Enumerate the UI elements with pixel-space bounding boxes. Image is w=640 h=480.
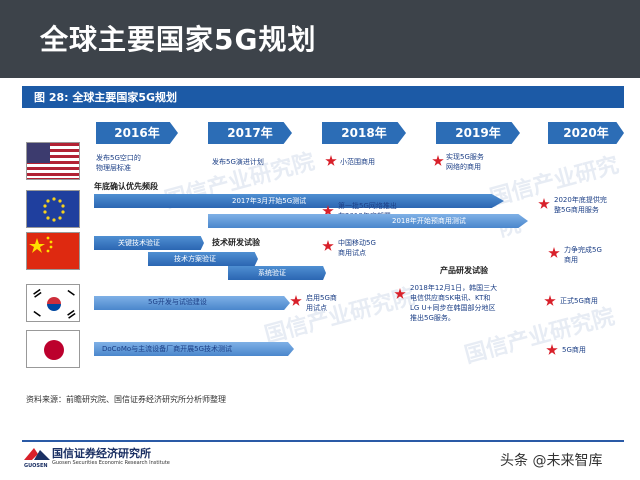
eu-top-label: 年底确认优先频段 (94, 182, 158, 191)
star-icon (548, 247, 560, 258)
japan-label-1: DoCoMo与主流设备厂商开展5G技术测试 (102, 345, 233, 353)
company-abbr: GUOSEN (24, 463, 48, 469)
star-icon (544, 295, 556, 306)
figure-caption: 图 28: 全球主要国家5G规划 (34, 91, 178, 104)
korea-arrow-1 (94, 296, 290, 310)
china-label-8: 力争完成5G (564, 246, 602, 254)
star-icon (290, 295, 302, 306)
usa-label-4: 小范围商用 (340, 158, 375, 166)
company-name-en: Guosen Securities Economic Research Inst… (52, 460, 170, 466)
china-label-3: 技术方案验证 (174, 255, 216, 263)
usa-label-2: 物理层标准 (96, 164, 131, 172)
star-icon (325, 155, 337, 166)
china-label-6: 商用试点 (338, 249, 366, 257)
korea-note-2: 电信供应商SK电讯、KT和 (410, 294, 491, 302)
year-2020: 2020年 (548, 122, 624, 144)
eu-end-1: 2020年底提供完 (554, 196, 607, 204)
china-label-4: 系统验证 (258, 269, 286, 277)
eu-flag (26, 190, 80, 228)
eu-arrow-2-label: 2018年开始预商用测试 (392, 217, 466, 225)
watermark: 国信产业研究院 (487, 152, 622, 242)
usa-label-5: 实现5G服务 (446, 153, 484, 161)
korea-note-3: LG U+同步在韩国部分地区 (410, 304, 496, 312)
star-icon (322, 205, 334, 216)
star-icon (322, 240, 334, 251)
year-2019: 2019年 (436, 122, 520, 144)
company-name: 国信证券经济研究所 (52, 447, 151, 460)
korea-label-4: 正式5G商用 (560, 297, 598, 305)
page-header: 全球主要国家5G规划 (0, 0, 640, 78)
japan-flag (26, 330, 80, 368)
korea-note-4: 推出5G服务。 (410, 314, 455, 322)
star-icon (546, 344, 558, 355)
china-arrow-1 (94, 236, 204, 250)
usa-label-3: 发布5G演进计划 (212, 158, 264, 166)
footer-divider (22, 440, 624, 442)
eu-arrow-1 (94, 194, 504, 208)
usa-label-1: 发布5G空口的 (96, 154, 141, 162)
eu-arrow-1-label: 2017年3月开始5G测试 (232, 197, 307, 205)
year-2017: 2017年 (208, 122, 292, 144)
korea-label-1: 5G开发与试验建设 (148, 298, 207, 306)
korea-note-1: 2018年12月1日，韩国三大 (410, 284, 498, 292)
china-label-2: 技术研发试验 (212, 238, 260, 247)
guosen-logo (24, 446, 50, 462)
star-icon (394, 288, 406, 299)
korea-label-2: 启用5G商 (306, 294, 337, 302)
korea-label-3: 用试点 (306, 304, 327, 312)
china-label-9: 商用 (564, 256, 578, 264)
korea-flag (26, 284, 80, 322)
timeline-figure: 国信产业研究院 国信产业研究院 国信产业研究院 国信产业研究院 2016年 20… (22, 108, 624, 376)
china-label-7: 产品研发试验 (440, 266, 488, 275)
star-icon (538, 198, 550, 209)
china-label-5: 中国移动5G (338, 239, 376, 247)
usa-label-6: 网络的商用 (446, 163, 481, 171)
china-arrow-2 (148, 252, 258, 266)
japan-label-2: 5G商用 (562, 346, 586, 354)
source-note: 资料来源：前瞻研究院、国信证券经济研究所分析师整理 (26, 395, 226, 404)
author-watermark: 头条 @未来智库 (500, 453, 603, 469)
eu-arrow-2 (208, 214, 528, 228)
china-label-1: 关键技术验证 (118, 239, 160, 247)
star-icon (432, 155, 444, 166)
watermark: 国信产业研究院 (262, 284, 418, 349)
china-arrow-3 (228, 266, 326, 280)
figure-caption-bar: 图 28: 全球主要国家5G规划 (22, 86, 624, 108)
year-2016: 2016年 (96, 122, 178, 144)
eu-end-2: 整5G商用服务 (554, 206, 599, 214)
page-title: 全球主要国家5G规划 (40, 23, 317, 56)
china-flag (26, 232, 80, 270)
usa-flag (26, 142, 80, 180)
eu-label-2: 第一批5G网络推出 (338, 202, 397, 210)
year-2018: 2018年 (322, 122, 406, 144)
japan-arrow-1 (94, 342, 294, 356)
